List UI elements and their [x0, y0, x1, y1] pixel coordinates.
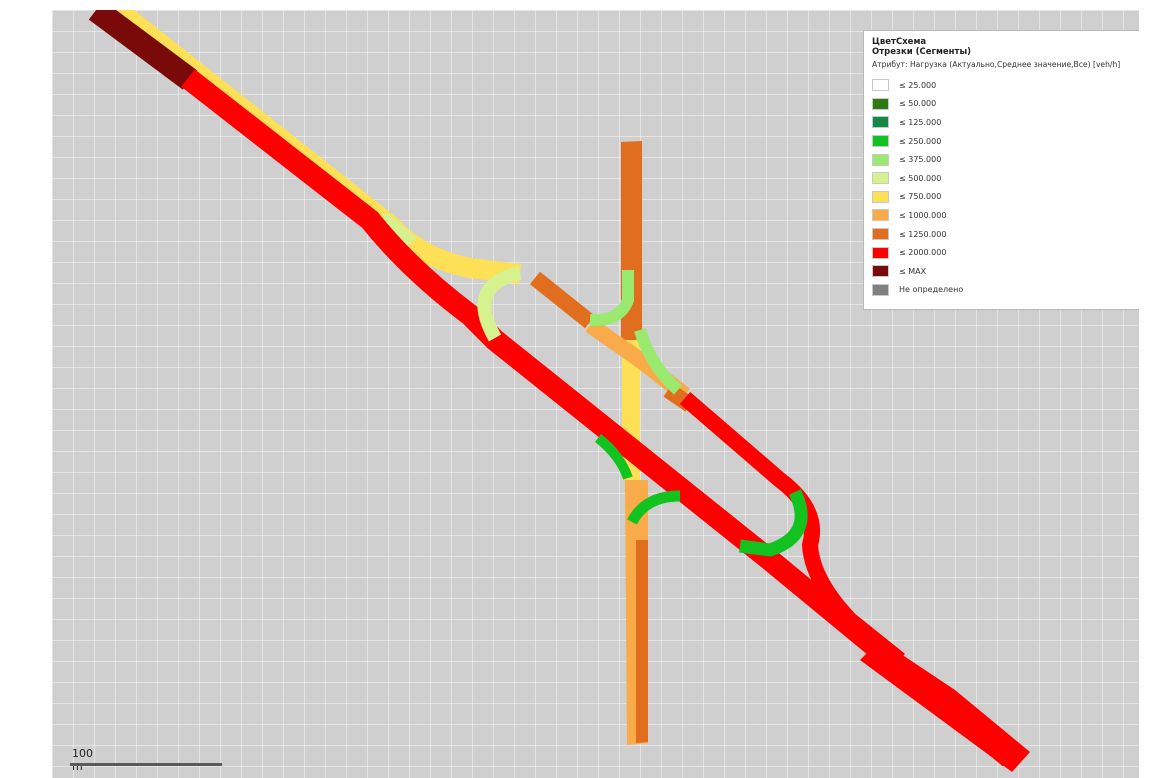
- legend-label: ≤ 125.000: [899, 117, 942, 127]
- legend-label: ≤ 500.000: [899, 173, 942, 183]
- legend-item: ≤ 1000.000: [872, 206, 1139, 225]
- legend-swatch: [872, 135, 889, 148]
- map-canvas[interactable]: ЦветСхема Отрезки (Сегменты) Атрибут: На…: [52, 10, 1139, 778]
- ramp-loop-northeast[interactable]: [634, 328, 683, 395]
- legend-item: ≤ 125.000: [872, 113, 1139, 132]
- legend-swatch: [872, 209, 889, 222]
- legend-label: ≤ 50.000: [899, 99, 937, 109]
- ramp-loop-south[interactable]: [627, 490, 681, 525]
- legend-swatch: [872, 283, 889, 296]
- legend-item: ≤ 750.000: [872, 188, 1139, 207]
- color-scheme-legend: ЦветСхема Отрезки (Сегменты) Атрибут: На…: [863, 30, 1139, 310]
- scale-line: [70, 763, 222, 766]
- legend-swatch: [872, 153, 889, 166]
- legend-label: ≤ 1250.000: [899, 229, 947, 239]
- legend-swatch: [872, 228, 889, 241]
- legend-label: ≤ 25.000: [899, 80, 937, 90]
- legend-swatch: [872, 246, 889, 259]
- legend-swatch: [872, 190, 889, 203]
- legend-attribute: Атрибут: Нагрузка (Актуально,Среднее зна…: [872, 60, 1121, 69]
- legend-label: Не определено: [899, 285, 964, 295]
- legend-item: ≤ 1250.000: [872, 225, 1139, 244]
- legend-item: Не определено: [872, 281, 1139, 300]
- ramp-loop-north[interactable]: [589, 270, 634, 327]
- main-motorway-red[interactable]: [181, 69, 1018, 767]
- legend-items: ≤ 25.000 ≤ 50.000 ≤ 125.000 ≤ 250.000 ≤ 375.…: [872, 76, 1139, 299]
- legend-subtitle: Отрезки (Сегменты): [872, 47, 972, 57]
- ramp-loop-sw[interactable]: [594, 434, 633, 480]
- ramp-loop-se[interactable]: [739, 489, 808, 557]
- legend-item: ≤ 375.000: [872, 150, 1139, 169]
- legend-item: ≤ 250.000: [872, 132, 1139, 151]
- legend-item: ≤ 50.000: [872, 95, 1139, 114]
- legend-label: ≤ 250.000: [899, 136, 942, 146]
- ramp-loop-nw[interactable]: [477, 266, 522, 342]
- legend-item: ≤ 2000.000: [872, 243, 1139, 262]
- legend-item: ≤ 500.000: [872, 169, 1139, 188]
- legend-label: ≤ 375.000: [899, 155, 942, 165]
- legend-label: ≤ 2000.000: [899, 248, 947, 258]
- road-network: [88, 10, 1030, 772]
- legend-label: ≤ MAX: [899, 266, 927, 276]
- vertical-road-south-dark-segment[interactable]: [636, 540, 648, 743]
- max-load-segment[interactable]: [88, 10, 198, 90]
- legend-swatch: [872, 79, 889, 92]
- yellow-approach-road[interactable]: [111, 10, 522, 284]
- motorway-wide-end[interactable]: [860, 640, 1030, 772]
- legend-swatch: [872, 172, 889, 185]
- legend-title: ЦветСхема: [872, 37, 927, 47]
- legend-label: ≤ 750.000: [899, 192, 942, 202]
- scale-label: 100 m: [72, 747, 93, 773]
- legend-swatch: [872, 265, 889, 278]
- legend-item: ≤ MAX: [872, 262, 1139, 281]
- legend-swatch: [872, 97, 889, 110]
- legend-label: ≤ 1000.000: [899, 210, 947, 220]
- ramp-connector-orange[interactable]: [530, 271, 595, 329]
- legend-item: ≤ 25.000: [872, 76, 1139, 95]
- legend-swatch: [872, 116, 889, 129]
